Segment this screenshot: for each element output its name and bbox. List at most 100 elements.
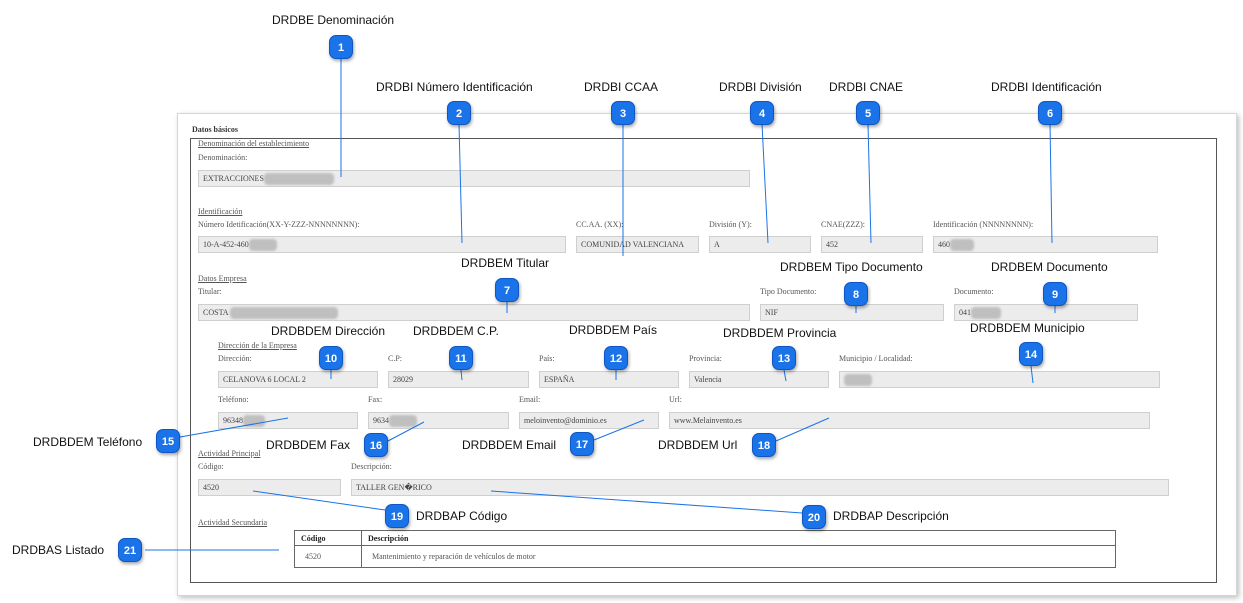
redacted-blur [971, 307, 1001, 320]
section-actividad-principal: Actividad Principal [198, 449, 261, 458]
redacted-blur [263, 173, 334, 186]
form-panel [177, 113, 1237, 596]
fax-input[interactable]: 9634 [368, 412, 509, 429]
callout-badge-8: 8 [844, 282, 868, 306]
table-cell-descripcion: Mantenimiento y reparación de vehículos … [361, 545, 1116, 568]
section-identificacion: Identificación [198, 207, 243, 216]
identificacion-input[interactable]: 460 [933, 236, 1158, 253]
denominacion-value: EXTRACCIONES [203, 174, 264, 183]
redacted-blur [389, 415, 417, 428]
section-datos-empresa: Datos Empresa [198, 274, 247, 283]
descripcion-input[interactable]: TALLER GEN�RICO [351, 479, 1169, 496]
callout-badge-2: 2 [447, 101, 471, 125]
titular-value: COSTA [203, 308, 229, 317]
table-row[interactable]: 4520 Mantenimiento y reparación de vehíc… [294, 545, 1116, 568]
callout-label-18: DRDBDEM Url [658, 438, 738, 452]
table-cell-codigo: 4520 [294, 545, 362, 568]
callout-badge-14: 14 [1019, 342, 1043, 366]
actividad-secundaria-table: Código Descripción 4520 Mantenimiento y … [294, 530, 1116, 568]
callout-label-7: DRDBEM Titular [461, 256, 550, 270]
callout-label-1: DRDBE Denominación [272, 13, 395, 27]
section-direccion-empresa: Dirección de la Empresa [218, 341, 297, 350]
email-label: Email: [519, 395, 541, 404]
cp-input[interactable]: 28029 [388, 371, 529, 388]
callout-label-6: DRDBI Identificación [991, 80, 1102, 94]
ccaa-input[interactable]: COMUNIDAD VALENCIANA [576, 236, 699, 253]
fax-value: 9634 [373, 416, 389, 425]
redacted-blur [950, 239, 974, 252]
callout-badge-15: 15 [156, 429, 180, 453]
callout-label-20: DRDBAP Descripción [833, 509, 949, 523]
direccion-input[interactable]: CELANOVA 6 LOCAL 2 [218, 371, 378, 388]
callout-badge-7: 7 [495, 278, 519, 302]
callout-badge-5: 5 [856, 101, 880, 125]
tipo-documento-input[interactable]: NIF [760, 304, 944, 321]
callout-badge-4: 4 [750, 101, 774, 125]
numero-identificacion-value: 10-A-452-460 [203, 240, 249, 249]
documento-value: 041 [959, 308, 971, 317]
division-input[interactable]: A [709, 236, 811, 253]
callout-label-14: DRDBDEM Municipio [970, 321, 1085, 335]
identificacion-label: Identificación (NNNNNNNN): [933, 220, 1034, 229]
denominacion-input[interactable]: EXTRACCIONES [198, 170, 750, 187]
tipo-documento-label: Tipo Documento: [760, 287, 817, 296]
callout-label-13: DRDBDEM Provincia [723, 326, 837, 340]
callout-badge-9: 9 [1043, 282, 1067, 306]
section-denominacion: Denominación del establecimiento [198, 139, 310, 148]
column-header-descripcion: Descripción [361, 530, 1116, 546]
cnae-input[interactable]: 452 [821, 236, 923, 253]
callout-label-15: DRDBDEM Teléfono [33, 435, 143, 449]
section-actividad-secundaria: Actividad Secundaria [198, 518, 268, 527]
descripcion-label: Descripción: [351, 462, 392, 471]
callout-label-17: DRDBDEM Email [462, 438, 557, 452]
callout-label-11: DRDBDEM C.P. [413, 324, 499, 338]
callout-badge-3: 3 [611, 101, 635, 125]
provincia-input[interactable]: Valencia [689, 371, 829, 388]
callout-badge-19: 19 [385, 504, 409, 528]
callout-badge-17: 17 [570, 432, 594, 456]
provincia-label: Provincia: [689, 354, 722, 363]
municipio-input[interactable] [839, 371, 1160, 388]
callout-label-3: DRDBI CCAA [584, 80, 659, 94]
email-input[interactable]: meloinvento@dominio.es [519, 412, 659, 429]
titular-input[interactable]: COSTA [198, 304, 750, 321]
documento-input[interactable]: 041 [954, 304, 1138, 321]
callout-label-16: DRDBDEM Fax [266, 438, 351, 452]
callout-badge-13: 13 [772, 346, 796, 370]
form-inner-border [190, 138, 1217, 583]
callout-label-19: DRDBAP Código [416, 509, 508, 523]
url-label: Url: [669, 395, 682, 404]
callout-label-5: DRDBI CNAE [829, 80, 904, 94]
callout-badge-20: 20 [802, 505, 826, 529]
callout-label-10: DRDBDEM Dirección [271, 324, 386, 338]
callout-badge-6: 6 [1038, 101, 1062, 125]
titular-label: Titular: [198, 287, 222, 296]
telefono-input[interactable]: 96348 [218, 412, 358, 429]
denominacion-label: Denominación: [198, 153, 248, 162]
callout-badge-16: 16 [364, 433, 388, 457]
redacted-blur [844, 374, 872, 387]
division-label: División (Y): [709, 220, 752, 229]
telefono-value: 96348 [223, 416, 243, 425]
callout-badge-1: 1 [329, 35, 353, 59]
callout-badge-12: 12 [604, 346, 628, 370]
column-header-codigo: Código [294, 530, 362, 546]
table-header-row: Código Descripción [294, 530, 1116, 546]
redacted-blur [248, 239, 277, 252]
callout-label-8: DRDBEM Tipo Documento [780, 260, 923, 274]
codigo-label: Código: [198, 462, 224, 471]
pais-label: País: [539, 354, 555, 363]
redacted-blur [230, 307, 339, 320]
panel-title: Datos básicos [192, 125, 239, 134]
codigo-input[interactable]: 4520 [198, 479, 341, 496]
url-input[interactable]: www.Melainvento.es [669, 412, 1150, 429]
fax-label: Fax: [368, 395, 383, 404]
callout-label-9: DRDBEM Documento [991, 260, 1108, 274]
pais-input[interactable]: ESPAÑA [539, 371, 679, 388]
callout-label-21: DRDBAS Listado [12, 543, 105, 557]
ccaa-label: CC.AA. (XX): [576, 220, 624, 229]
numero-identificacion-label: Número Idetificación(XX-Y-ZZZ-NNNNNNNN): [198, 220, 360, 229]
redacted-blur [243, 415, 265, 428]
numero-identificacion-input[interactable]: 10-A-452-460 [198, 236, 566, 253]
callout-label-12: DRDBDEM País [569, 323, 658, 337]
